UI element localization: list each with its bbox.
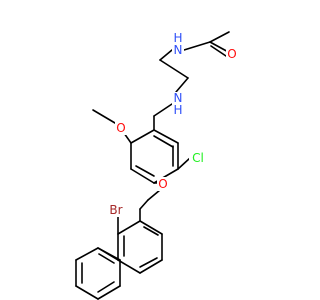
bond-line [143,226,159,236]
bond-line [130,168,155,184]
atom-label-h-amide: H [173,31,182,45]
bond-line [75,285,99,300]
label-bg [189,151,207,165]
bond-line [135,165,155,177]
bond-line [175,77,189,93]
bond-line [92,109,116,124]
atom-label-o-carbonyl: O [227,47,236,61]
label-bg [107,203,125,217]
label-bg [172,32,184,56]
label-bg [115,121,127,135]
bond-line [139,257,158,268]
bond-line [159,49,173,61]
bond-line [130,129,155,144]
label-bg [172,92,184,116]
bond-line [117,259,141,274]
bond-line [209,31,230,43]
bond-line [97,285,121,300]
bond-line [97,247,121,261]
atom-label-h-amine: H [173,103,182,117]
bond-line [139,259,163,274]
bond-line [147,189,161,201]
atom-label-cl: Cl [192,151,204,165]
bond-line [139,199,149,210]
bond-line [183,41,211,51]
bond-line [117,220,141,235]
bond-line [153,103,173,117]
atom-label-br: Br [109,203,122,217]
structure-diagram: O H N N H O Cl O Br [75,31,238,300]
label-bg [226,47,238,61]
bond-line [139,220,163,235]
atom-label-o-ether: O [158,177,167,191]
bond-line [75,247,99,261]
atom-label-n-amide: N [174,43,183,57]
label-bg [157,177,169,191]
bond-line [159,59,189,79]
bond-line [177,157,191,170]
bond-line [153,135,174,148]
bond-layer [75,31,233,300]
atom-label-n-amine: N [174,91,183,105]
atom-label-o-methoxy: O [116,121,125,135]
atom-label-layer: O H N N H O Cl O Br [107,31,238,217]
bond-line [97,281,115,293]
molecule-canvas: O H N N H O Cl O Br [75,31,238,300]
bond-line [98,253,115,264]
bond-line [153,129,179,144]
